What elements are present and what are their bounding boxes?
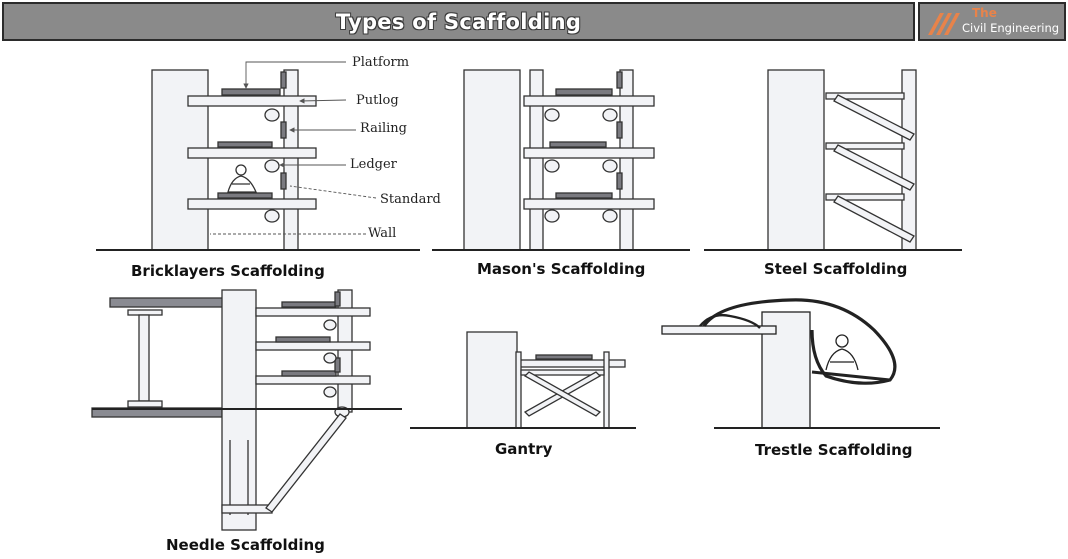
label-wall: Wall	[368, 226, 396, 241]
railing-post	[280, 71, 287, 89]
putlog-bar	[187, 95, 317, 107]
needle-scaffolding	[91, 289, 402, 531]
raking-strut	[265, 413, 347, 513]
ledger-bar	[523, 95, 655, 107]
bricklayers-scaffolding	[96, 69, 420, 251]
gantry-scaffolding	[410, 331, 636, 429]
platform-board	[555, 192, 613, 199]
platform-board	[281, 370, 337, 377]
logo-the: The	[972, 6, 997, 20]
clamp	[323, 319, 337, 331]
gantry-leg	[515, 351, 522, 429]
trestle-scaffolding	[661, 298, 940, 429]
clamp	[323, 352, 337, 364]
railing-post	[334, 357, 341, 373]
putlog-bar	[255, 341, 371, 351]
steel-tube-ledger	[825, 92, 905, 100]
platform-board	[217, 192, 273, 199]
label-standard: Standard	[380, 192, 441, 207]
railing-post	[616, 172, 623, 190]
railing-post	[616, 71, 623, 89]
caption-needle: Needle Scaffolding	[166, 536, 325, 554]
gantry-leg	[603, 351, 610, 429]
worker-figure	[227, 164, 257, 193]
caption-gantry: Gantry	[495, 440, 553, 458]
support-column	[138, 314, 150, 402]
wall-block	[466, 331, 518, 429]
clamp	[544, 209, 560, 223]
wall-block	[463, 69, 521, 251]
label-putlog: Putlog	[356, 93, 399, 108]
column-cap	[127, 309, 163, 316]
brand-logo: The Civil Engineering	[918, 2, 1066, 41]
gantry-rail	[520, 369, 605, 376]
platform-board	[549, 141, 607, 148]
putlog-bar	[255, 307, 371, 317]
label-railing: Railing	[360, 121, 407, 136]
steel-tube-brace	[833, 94, 915, 141]
platform-board	[275, 336, 331, 343]
clamp	[544, 108, 560, 122]
steel-tube-brace	[833, 195, 915, 243]
caption-masons: Mason's Scaffolding	[477, 260, 645, 278]
steel-tube-ledger	[825, 142, 905, 150]
foot-plate	[221, 504, 273, 514]
page-title: Types of Scaffolding	[335, 9, 582, 34]
logo-name: Civil Engineering	[962, 21, 1060, 35]
title-banner: Types of Scaffolding	[2, 2, 915, 41]
cross-brace	[523, 371, 602, 417]
platform-board	[217, 141, 273, 148]
putlog-bar	[187, 198, 317, 210]
clamp	[602, 209, 618, 223]
railing-post	[616, 121, 623, 139]
label-ledger: Ledger	[350, 157, 398, 172]
platform-board	[535, 354, 593, 360]
masons-scaffolding	[432, 69, 690, 251]
putlog-bar	[187, 147, 317, 159]
platform-board	[555, 88, 613, 96]
column-base	[127, 400, 163, 408]
steel-tube-ledger	[825, 193, 905, 201]
bricklayers-leader-lines	[210, 61, 377, 235]
caption-bricklayers: Bricklayers Scaffolding	[131, 262, 325, 280]
clamp	[602, 108, 618, 122]
steel-scaffolding	[704, 69, 962, 251]
roof-plank	[661, 325, 777, 335]
caption-trestle: Trestle Scaffolding	[755, 441, 913, 459]
platform-board	[221, 88, 281, 96]
railing-post	[280, 172, 287, 190]
clamp	[544, 159, 560, 173]
ledger-bar	[523, 198, 655, 210]
clamp	[323, 386, 337, 398]
ledger-clamp	[264, 209, 280, 223]
hanging-rope	[702, 298, 897, 385]
clamp	[602, 159, 618, 173]
caption-steel: Steel Scaffolding	[764, 260, 907, 278]
worker-figure	[825, 334, 859, 371]
railing-post	[280, 121, 287, 139]
wall-block	[767, 69, 825, 251]
steel-tube-brace	[833, 144, 915, 191]
cradle-seat	[811, 370, 891, 382]
slash-logo-icon	[928, 13, 960, 35]
ledger-bar	[523, 147, 655, 159]
railing-post	[334, 291, 341, 307]
platform-board	[281, 301, 337, 308]
ledger-clamp	[264, 108, 280, 122]
putlog-bar	[255, 375, 371, 385]
ledger-clamp	[264, 159, 280, 173]
label-platform: Platform	[352, 55, 409, 70]
